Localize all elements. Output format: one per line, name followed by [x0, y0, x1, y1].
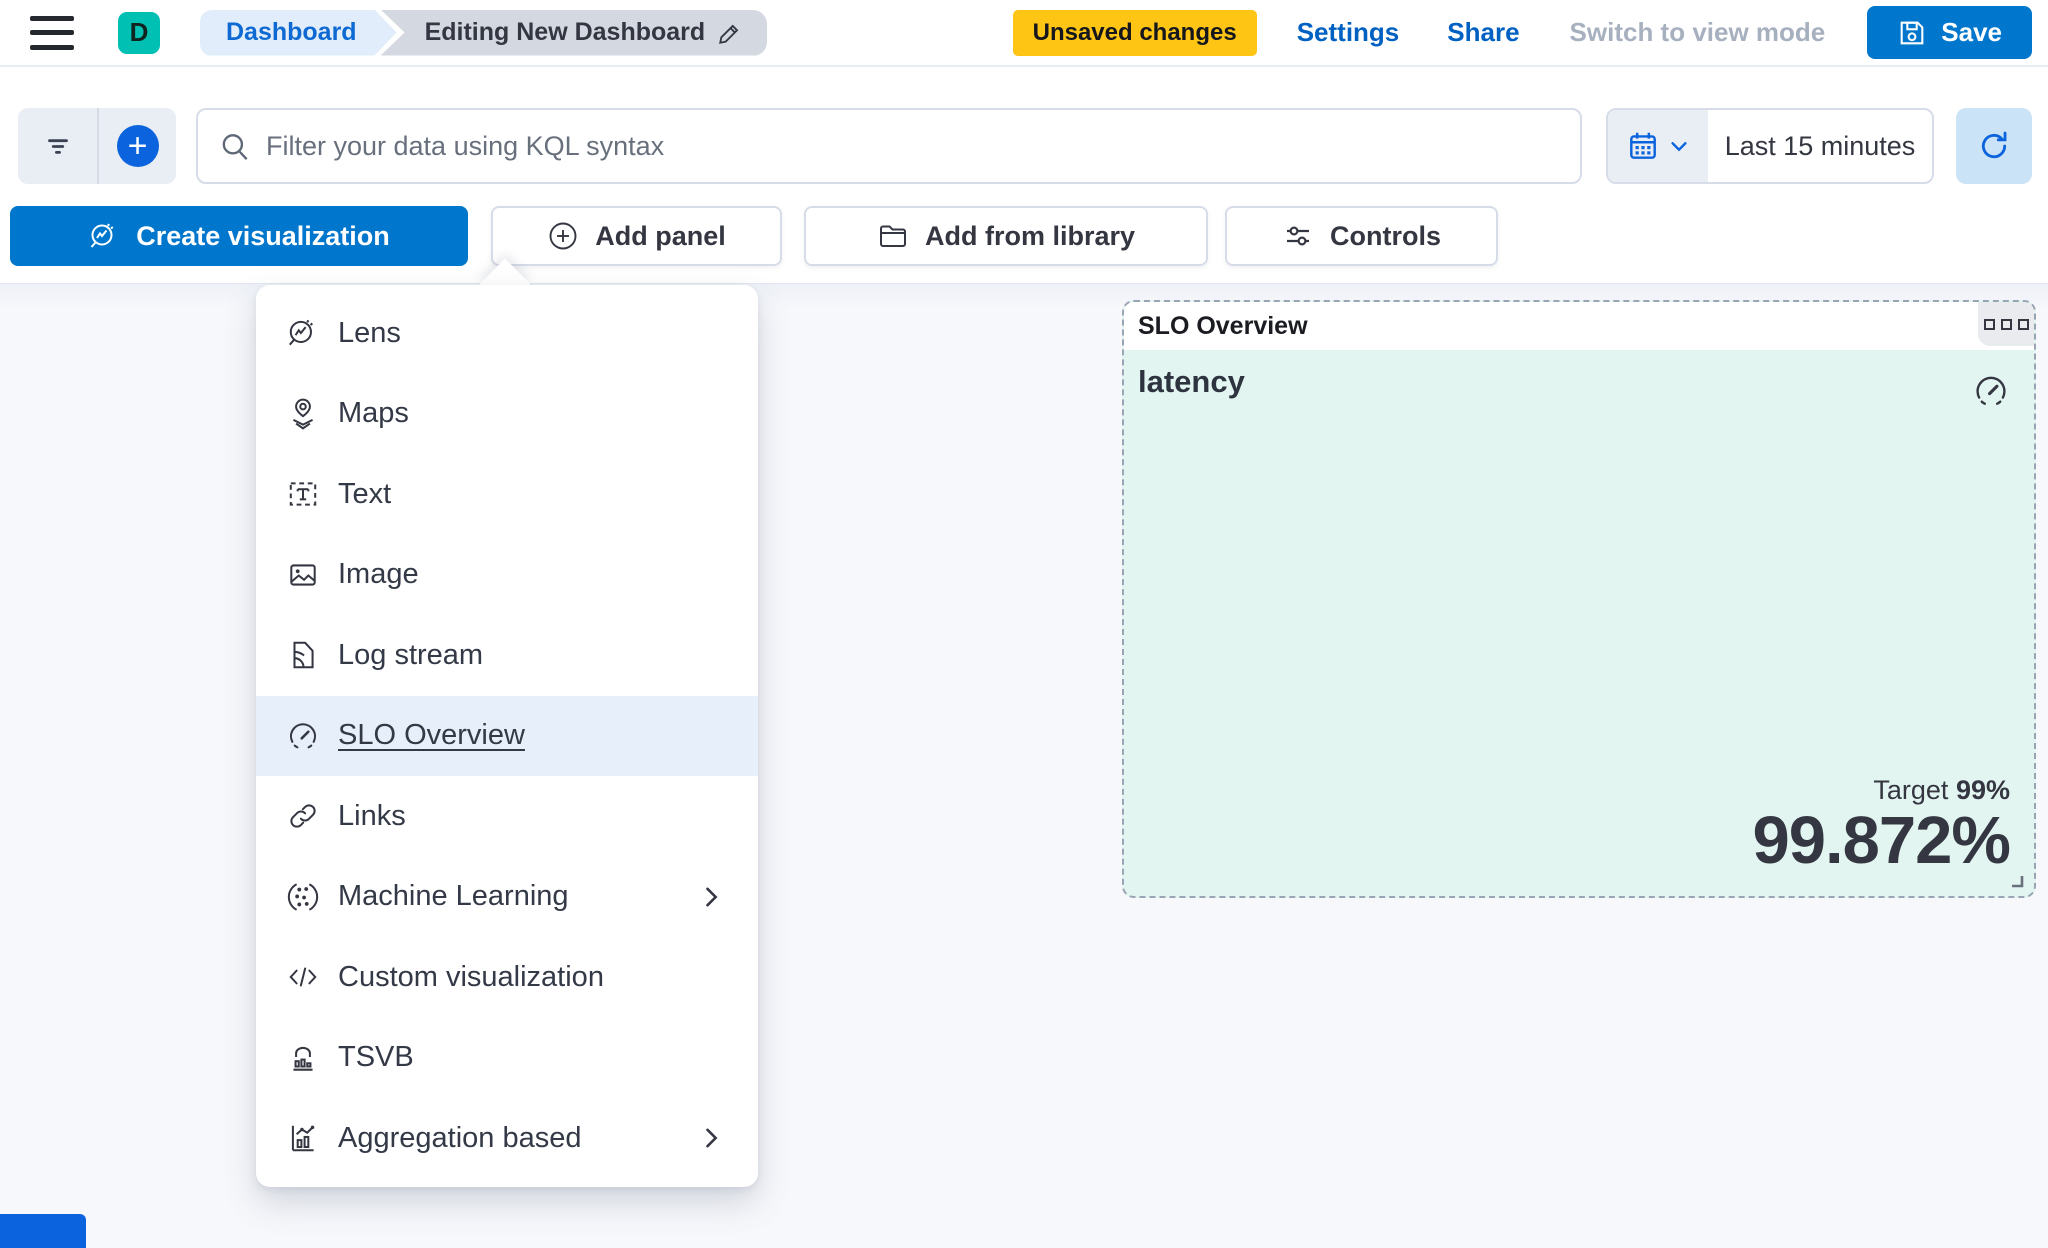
menu-item-label: Log stream: [338, 638, 484, 671]
unified-search-bar: + Last 15 minutes: [0, 108, 2048, 184]
dashboard-toolbar: Create visualization Add panel Add from …: [0, 206, 2048, 266]
ml-icon: [286, 880, 320, 914]
menu-item-label: Machine Learning: [338, 880, 569, 913]
menu-item-tsvb[interactable]: TSVB: [256, 1018, 758, 1099]
plus-circle-icon: [547, 220, 579, 252]
menu-item-label: SLO Overview: [338, 719, 525, 752]
controls-button[interactable]: Controls: [1225, 206, 1498, 266]
menu-item-slo-overview[interactable]: SLO Overview: [256, 695, 758, 776]
switch-to-view-mode-link[interactable]: Switch to view mode: [1569, 17, 1826, 47]
menu-item-aggregation-based[interactable]: Aggregation based: [256, 1098, 758, 1179]
add-from-library-button[interactable]: Add from library: [804, 206, 1208, 266]
time-picker-calendar-button[interactable]: [1608, 110, 1708, 182]
panel-options-button[interactable]: [1978, 302, 2034, 346]
text-icon: [286, 477, 320, 511]
sliders-icon: [1282, 220, 1314, 252]
slo-value: 99.872%: [1752, 802, 2011, 878]
unsaved-changes-badge: Unsaved changes: [1012, 9, 1257, 56]
kql-search-input[interactable]: [196, 108, 1582, 184]
filter-icon: [41, 129, 75, 163]
time-picker: Last 15 minutes: [1606, 108, 1934, 184]
menu-item-label: Maps: [338, 397, 409, 430]
add-filter-button[interactable]: +: [97, 108, 176, 184]
gauge-icon: [1972, 372, 2010, 410]
filter-button[interactable]: [18, 108, 97, 184]
menu-item-label: TSVB: [338, 1041, 414, 1074]
menu-item-label: Links: [338, 799, 406, 832]
agg-icon: [286, 1121, 320, 1155]
slo-name: latency: [1138, 364, 1245, 399]
maps-icon: [286, 397, 320, 431]
resize-handle-icon[interactable]: [2006, 870, 2026, 890]
chevron-right-icon: [694, 1124, 728, 1152]
menu-item-label: Aggregation based: [338, 1121, 582, 1154]
menu-item-machine-learning[interactable]: Machine Learning: [256, 857, 758, 938]
new-panel-placeholder: [0, 1214, 86, 1248]
logstream-icon: [286, 638, 320, 672]
menu-item-image[interactable]: Image: [256, 535, 758, 616]
breadcrumb-dashboard[interactable]: Dashboard: [200, 10, 397, 56]
target-label: Target: [1873, 774, 1949, 805]
panel-header: SLO Overview: [1124, 302, 2034, 350]
menu-item-label: Text: [338, 477, 392, 510]
links-icon: [286, 799, 320, 833]
chevron-down-icon: [1668, 135, 1690, 157]
menu-item-label: Custom visualization: [338, 960, 604, 993]
share-link[interactable]: Share: [1447, 17, 1520, 47]
menu-item-custom-visualization[interactable]: Custom visualization: [256, 937, 758, 1018]
breadcrumb-current-label: Editing New Dashboard: [424, 18, 706, 46]
header-bar: D Dashboard Editing New Dashboard Unsave…: [0, 0, 2048, 67]
add-filter-plus-icon: +: [116, 125, 159, 167]
edit-pencil-icon: [717, 20, 743, 46]
refresh-icon: [1976, 128, 2012, 164]
save-button[interactable]: Save: [1867, 6, 2032, 59]
panel-title: SLO Overview: [1138, 311, 1308, 340]
breadcrumb-current-page[interactable]: Editing New Dashboard: [380, 9, 768, 56]
settings-link[interactable]: Settings: [1296, 17, 1400, 47]
menu-item-lens[interactable]: Lens: [256, 293, 758, 374]
breadcrumb: Dashboard Editing New Dashboard: [200, 9, 768, 56]
menu-item-maps[interactable]: Maps: [256, 374, 758, 455]
lens-icon: [88, 220, 120, 252]
hamburger-menu-icon[interactable]: [30, 15, 74, 50]
chevron-right-icon: [694, 883, 728, 911]
refresh-button[interactable]: [1956, 108, 2032, 184]
create-visualization-button[interactable]: Create visualization: [10, 206, 468, 266]
folder-icon: [877, 220, 909, 252]
slo-gauge-icon: [286, 719, 320, 753]
menu-item-label: Lens: [338, 316, 401, 349]
tsvb-icon: [286, 1041, 320, 1075]
target-value: 99%: [1955, 774, 2010, 805]
panel-menu-icon: [1983, 318, 1995, 330]
time-range-value[interactable]: Last 15 minutes: [1708, 110, 1932, 182]
menu-item-text[interactable]: Text: [256, 454, 758, 535]
space-avatar[interactable]: D: [118, 11, 160, 54]
save-icon: [1897, 18, 1927, 48]
lens-icon: [286, 316, 320, 350]
calendar-icon: [1626, 129, 1660, 163]
menu-item-links[interactable]: Links: [256, 776, 758, 857]
menu-item-label: Image: [338, 558, 419, 591]
top-chrome: D Dashboard Editing New Dashboard Unsave…: [0, 0, 2048, 284]
menu-item-log-stream[interactable]: Log stream: [256, 615, 758, 696]
image-icon: [286, 558, 320, 592]
slo-overview-panel[interactable]: SLO Overview latency Target 99% 99.872%: [1122, 300, 2036, 898]
code-icon: [286, 960, 320, 994]
add-panel-button[interactable]: Add panel: [491, 206, 782, 266]
